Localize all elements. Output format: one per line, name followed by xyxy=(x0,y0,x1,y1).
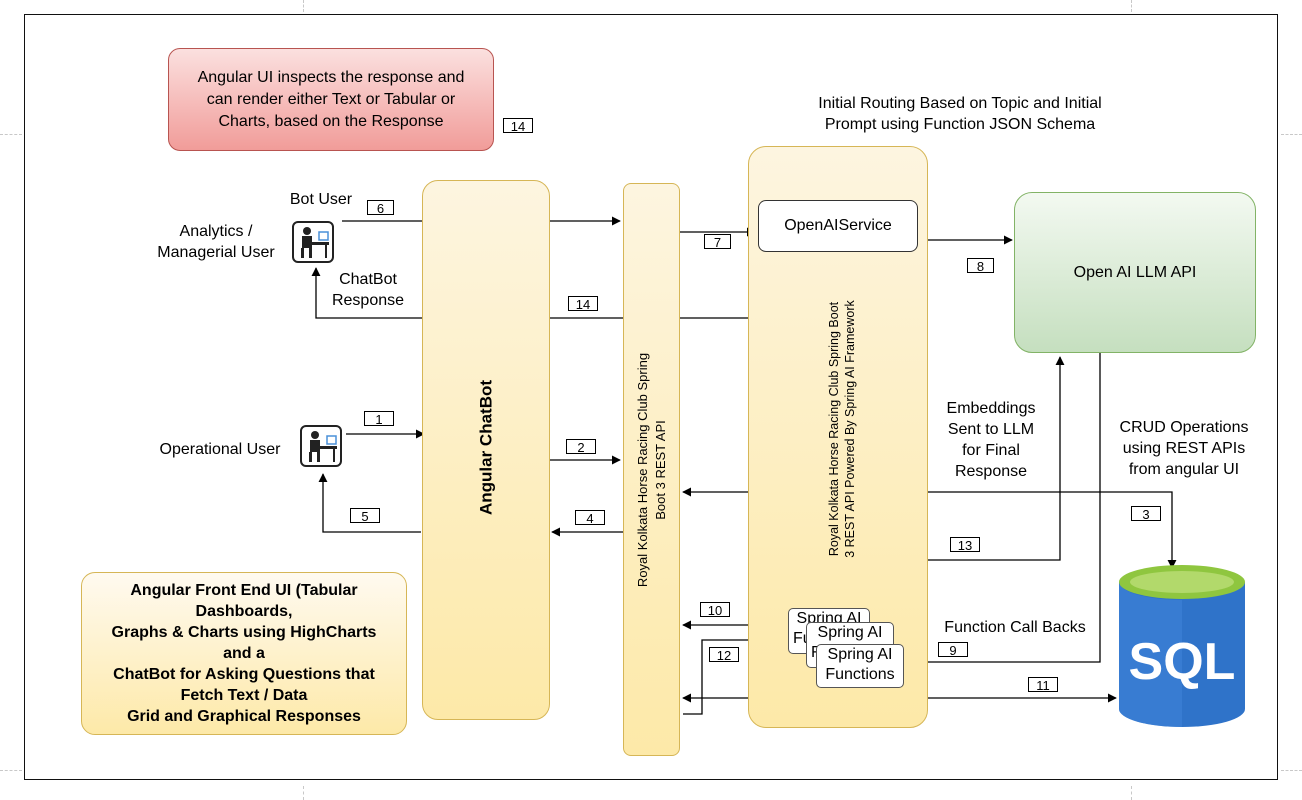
chatbot-response-label: ChatBot Response xyxy=(318,269,418,311)
embeddings-annotation: Embeddings Sent to LLM for Final Respons… xyxy=(931,398,1051,482)
step-4-badge: 4 xyxy=(575,510,605,526)
step-12-badge: 12 xyxy=(709,647,739,663)
step-2-badge: 2 xyxy=(566,439,596,455)
step-10-badge: 10 xyxy=(700,602,730,618)
crud-line: using REST APIs xyxy=(1122,440,1246,457)
arrow-9 xyxy=(905,352,1101,667)
embeddings-line: for Final xyxy=(962,442,1020,459)
analytics-line: Managerial User xyxy=(157,244,275,261)
bot-user-label: Bot User xyxy=(289,191,353,208)
spring-rest-api-label: Royal Kolkata Horse Racing Club Spring B… xyxy=(634,290,670,650)
frontend-note-line: Grid and Graphical Responses xyxy=(127,708,361,725)
routing-line: Prompt using Function JSON Schema xyxy=(824,116,1096,133)
render-note-line: Charts, based on the Response xyxy=(218,112,444,130)
function-label: Functions xyxy=(825,666,895,683)
analytics-user-label: Analytics / Managerial User xyxy=(140,221,292,263)
embeddings-line: Sent to LLM xyxy=(947,421,1035,438)
sql-database-icon: SQL xyxy=(1119,565,1245,727)
frontend-note-line: ChatBot for Asking Questions that xyxy=(113,666,375,683)
step-14-response-badge: 14 xyxy=(568,296,598,312)
function-callbacks-annotation: Function Call Backs xyxy=(944,619,1086,636)
guide-line xyxy=(1131,0,1132,12)
embeddings-line: Response xyxy=(954,463,1028,480)
routing-annotation: Initial Routing Based on Topic and Initi… xyxy=(790,93,1130,135)
step-1-badge: 1 xyxy=(364,411,394,427)
guide-line xyxy=(303,0,304,12)
frontend-note-line: and a xyxy=(223,645,265,662)
frontend-note-line: Graphs & Charts using HighCharts xyxy=(111,624,377,641)
guide-line xyxy=(1281,770,1302,771)
openai-llm-label: Open AI LLM API xyxy=(1073,264,1197,281)
render-note: Angular UI inspects the response and can… xyxy=(168,48,494,151)
step-5-badge: 5 xyxy=(350,508,380,524)
render-note-line: Angular UI inspects the response and xyxy=(197,68,465,86)
routing-line: Initial Routing Based on Topic and Initi… xyxy=(818,95,1102,112)
angular-chatbot-container xyxy=(422,180,550,720)
frontend-note-line: Dashboards, xyxy=(195,603,293,620)
guide-line xyxy=(1281,134,1302,135)
step-3-badge: 3 xyxy=(1131,506,1161,522)
step-6-badge: 6 xyxy=(367,200,394,216)
frontend-note-line: Fetch Text / Data xyxy=(180,687,308,704)
analytics-line: Analytics / xyxy=(179,223,253,240)
openai-service-box: OpenAIService xyxy=(758,200,918,252)
response-line: Response xyxy=(331,292,405,309)
rest-api-line: Royal Kolkata Horse Racing Club Spring xyxy=(635,352,650,588)
function-label: Spring AI xyxy=(827,646,893,663)
openai-llm-box xyxy=(1014,192,1256,353)
guide-line xyxy=(0,770,22,771)
crud-line: CRUD Operations xyxy=(1119,419,1249,436)
step-14-badge: 14 xyxy=(503,118,533,134)
spring-ai-line: Royal Kolkata Horse Racing Club Spring B… xyxy=(827,301,841,557)
operational-user-label: Operational User xyxy=(159,441,281,458)
angular-chatbot-label: Angular ChatBot xyxy=(476,379,496,516)
operational-user-icon xyxy=(300,425,342,467)
response-line: ChatBot xyxy=(339,271,397,288)
analytics-user-icon xyxy=(292,221,334,263)
step-13-badge: 13 xyxy=(950,537,980,553)
crud-line: from angular UI xyxy=(1128,461,1240,478)
function-label: Spring AI xyxy=(817,624,883,641)
embeddings-line: Embeddings xyxy=(946,400,1036,417)
guide-line xyxy=(1131,786,1132,800)
step-9-badge: 9 xyxy=(938,642,968,658)
spring-rest-api-container xyxy=(623,183,680,756)
guide-line xyxy=(303,786,304,800)
step-7-badge: 7 xyxy=(704,234,731,250)
openai-service-label: OpenAIService xyxy=(784,217,892,234)
step-11-badge: 11 xyxy=(1028,677,1058,693)
rest-api-line: Boot 3 REST API xyxy=(653,420,668,520)
guide-line xyxy=(0,134,22,135)
spring-ai-functions-box: Spring AI Functions xyxy=(816,644,904,688)
crud-annotation: CRUD Operations using REST APIs from ang… xyxy=(1104,417,1264,480)
arrow-5 xyxy=(318,473,421,533)
step-8-badge: 8 xyxy=(967,258,994,274)
arrow-12 xyxy=(683,635,791,715)
frontend-note-line: Angular Front End UI (Tabular xyxy=(130,582,358,599)
spring-ai-label: Royal Kolkata Horse Racing Club Spring B… xyxy=(826,279,858,579)
sql-label: SQL xyxy=(1129,633,1236,691)
frontend-note: Angular Front End UI (Tabular Dashboards… xyxy=(81,572,407,735)
spring-ai-line: 3 REST API Powered By Spring AI Framewor… xyxy=(843,300,857,558)
render-note-line: can render either Text or Tabular or xyxy=(206,90,456,108)
